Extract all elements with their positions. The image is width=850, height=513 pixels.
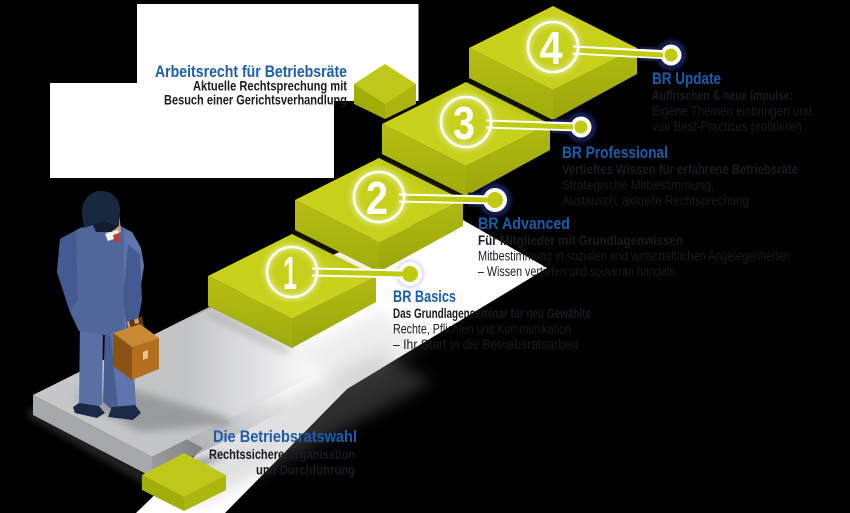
svg-text:2: 2	[366, 172, 388, 224]
svg-text:Für Mitglieder mit Grundlagenw: Für Mitglieder mit Grundlagenwissen	[478, 233, 683, 248]
svg-text:von Best-Practices profitieren: von Best-Practices profitieren.	[652, 119, 805, 134]
svg-text:Die Betriebsratswahl: Die Betriebsratswahl	[213, 427, 357, 446]
svg-text:Aktuelle Rechtsprechung mit: Aktuelle Rechtsprechung mit	[193, 78, 347, 94]
svg-text:Mitbestimmung in sozialen und: Mitbestimmung in sozialen und wirtschaft…	[478, 249, 790, 264]
svg-text:BR Update: BR Update	[652, 69, 721, 88]
svg-text:Arbeitsrecht für Betriebsräte: Arbeitsrecht für Betriebsräte	[155, 62, 347, 81]
svg-text:BR Professional: BR Professional	[562, 143, 668, 162]
svg-text:Rechtssichere Organisation: Rechtssichere Organisation	[209, 447, 355, 462]
svg-text:und Durchführung: und Durchführung	[256, 463, 355, 478]
svg-text:Eigene Themen einbringen und: Eigene Themen einbringen und	[652, 104, 812, 119]
svg-text:3: 3	[453, 97, 475, 149]
svg-text:Auffrischen & neue Impulse:: Auffrischen & neue Impulse:	[652, 88, 793, 103]
svg-text:– Wissen vertiefen und souverä: – Wissen vertiefen und souverän handeln.	[478, 264, 678, 279]
svg-text:Besuch einer Gerichtsverhandlu: Besuch einer Gerichtsverhandlung	[164, 92, 347, 108]
svg-text:1: 1	[283, 247, 297, 299]
svg-text:BR Advanced: BR Advanced	[478, 214, 570, 233]
svg-text:Rechte, Pflichten und Kommunik: Rechte, Pflichten und Kommunikation	[393, 322, 571, 337]
svg-text:Vertieftes Wissen für erfahren: Vertieftes Wissen für erfahrene Betriebs…	[562, 162, 798, 177]
svg-text:Das Grundlagenseminar für neu: Das Grundlagenseminar für neu Gewählte	[393, 306, 591, 321]
svg-text:4: 4	[540, 22, 563, 74]
svg-text:Strategische Mitbestimmung,: Strategische Mitbestimmung,	[562, 178, 714, 193]
svg-text:BR Basics: BR Basics	[393, 287, 456, 306]
svg-text:Austausch, aktuelle Rechtsprec: Austausch, aktuelle Rechtsprechung	[562, 193, 749, 208]
svg-text:– Ihr Start in die Betriebsrat: – Ihr Start in die Betriebsratsarbeit	[393, 337, 578, 352]
